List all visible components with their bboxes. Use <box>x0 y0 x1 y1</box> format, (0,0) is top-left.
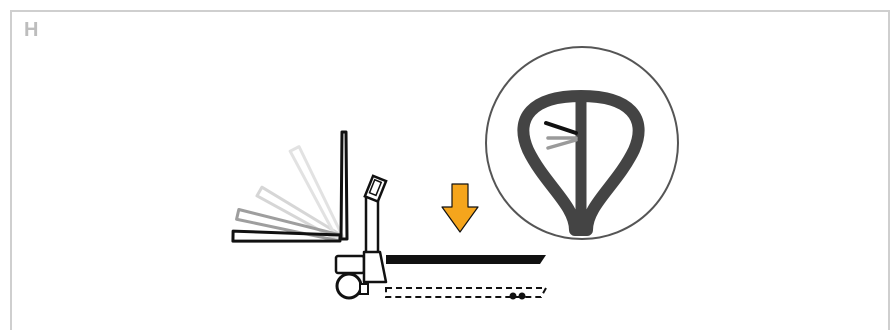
truck-mast <box>364 194 380 258</box>
instruction-panel: H <box>10 10 890 330</box>
down-arrow-icon <box>441 183 479 233</box>
pallet-truck-illustration <box>334 174 548 300</box>
tiller-handle-positions <box>231 130 349 243</box>
truck-chassis <box>362 250 388 284</box>
load-roller-1 <box>509 292 517 300</box>
fork-raised <box>386 255 546 264</box>
handle-position-2 <box>288 145 345 241</box>
step-label: H <box>24 19 39 41</box>
handle-position-upright <box>339 130 349 241</box>
truck-mast-head <box>363 174 388 204</box>
steering-wheel <box>335 272 363 300</box>
fork-lowered <box>385 287 548 298</box>
load-roller-2 <box>518 292 526 300</box>
truck-base-box <box>334 254 366 275</box>
handle-detail-zoom-icon <box>485 46 679 240</box>
wheel-bracket <box>359 283 369 295</box>
